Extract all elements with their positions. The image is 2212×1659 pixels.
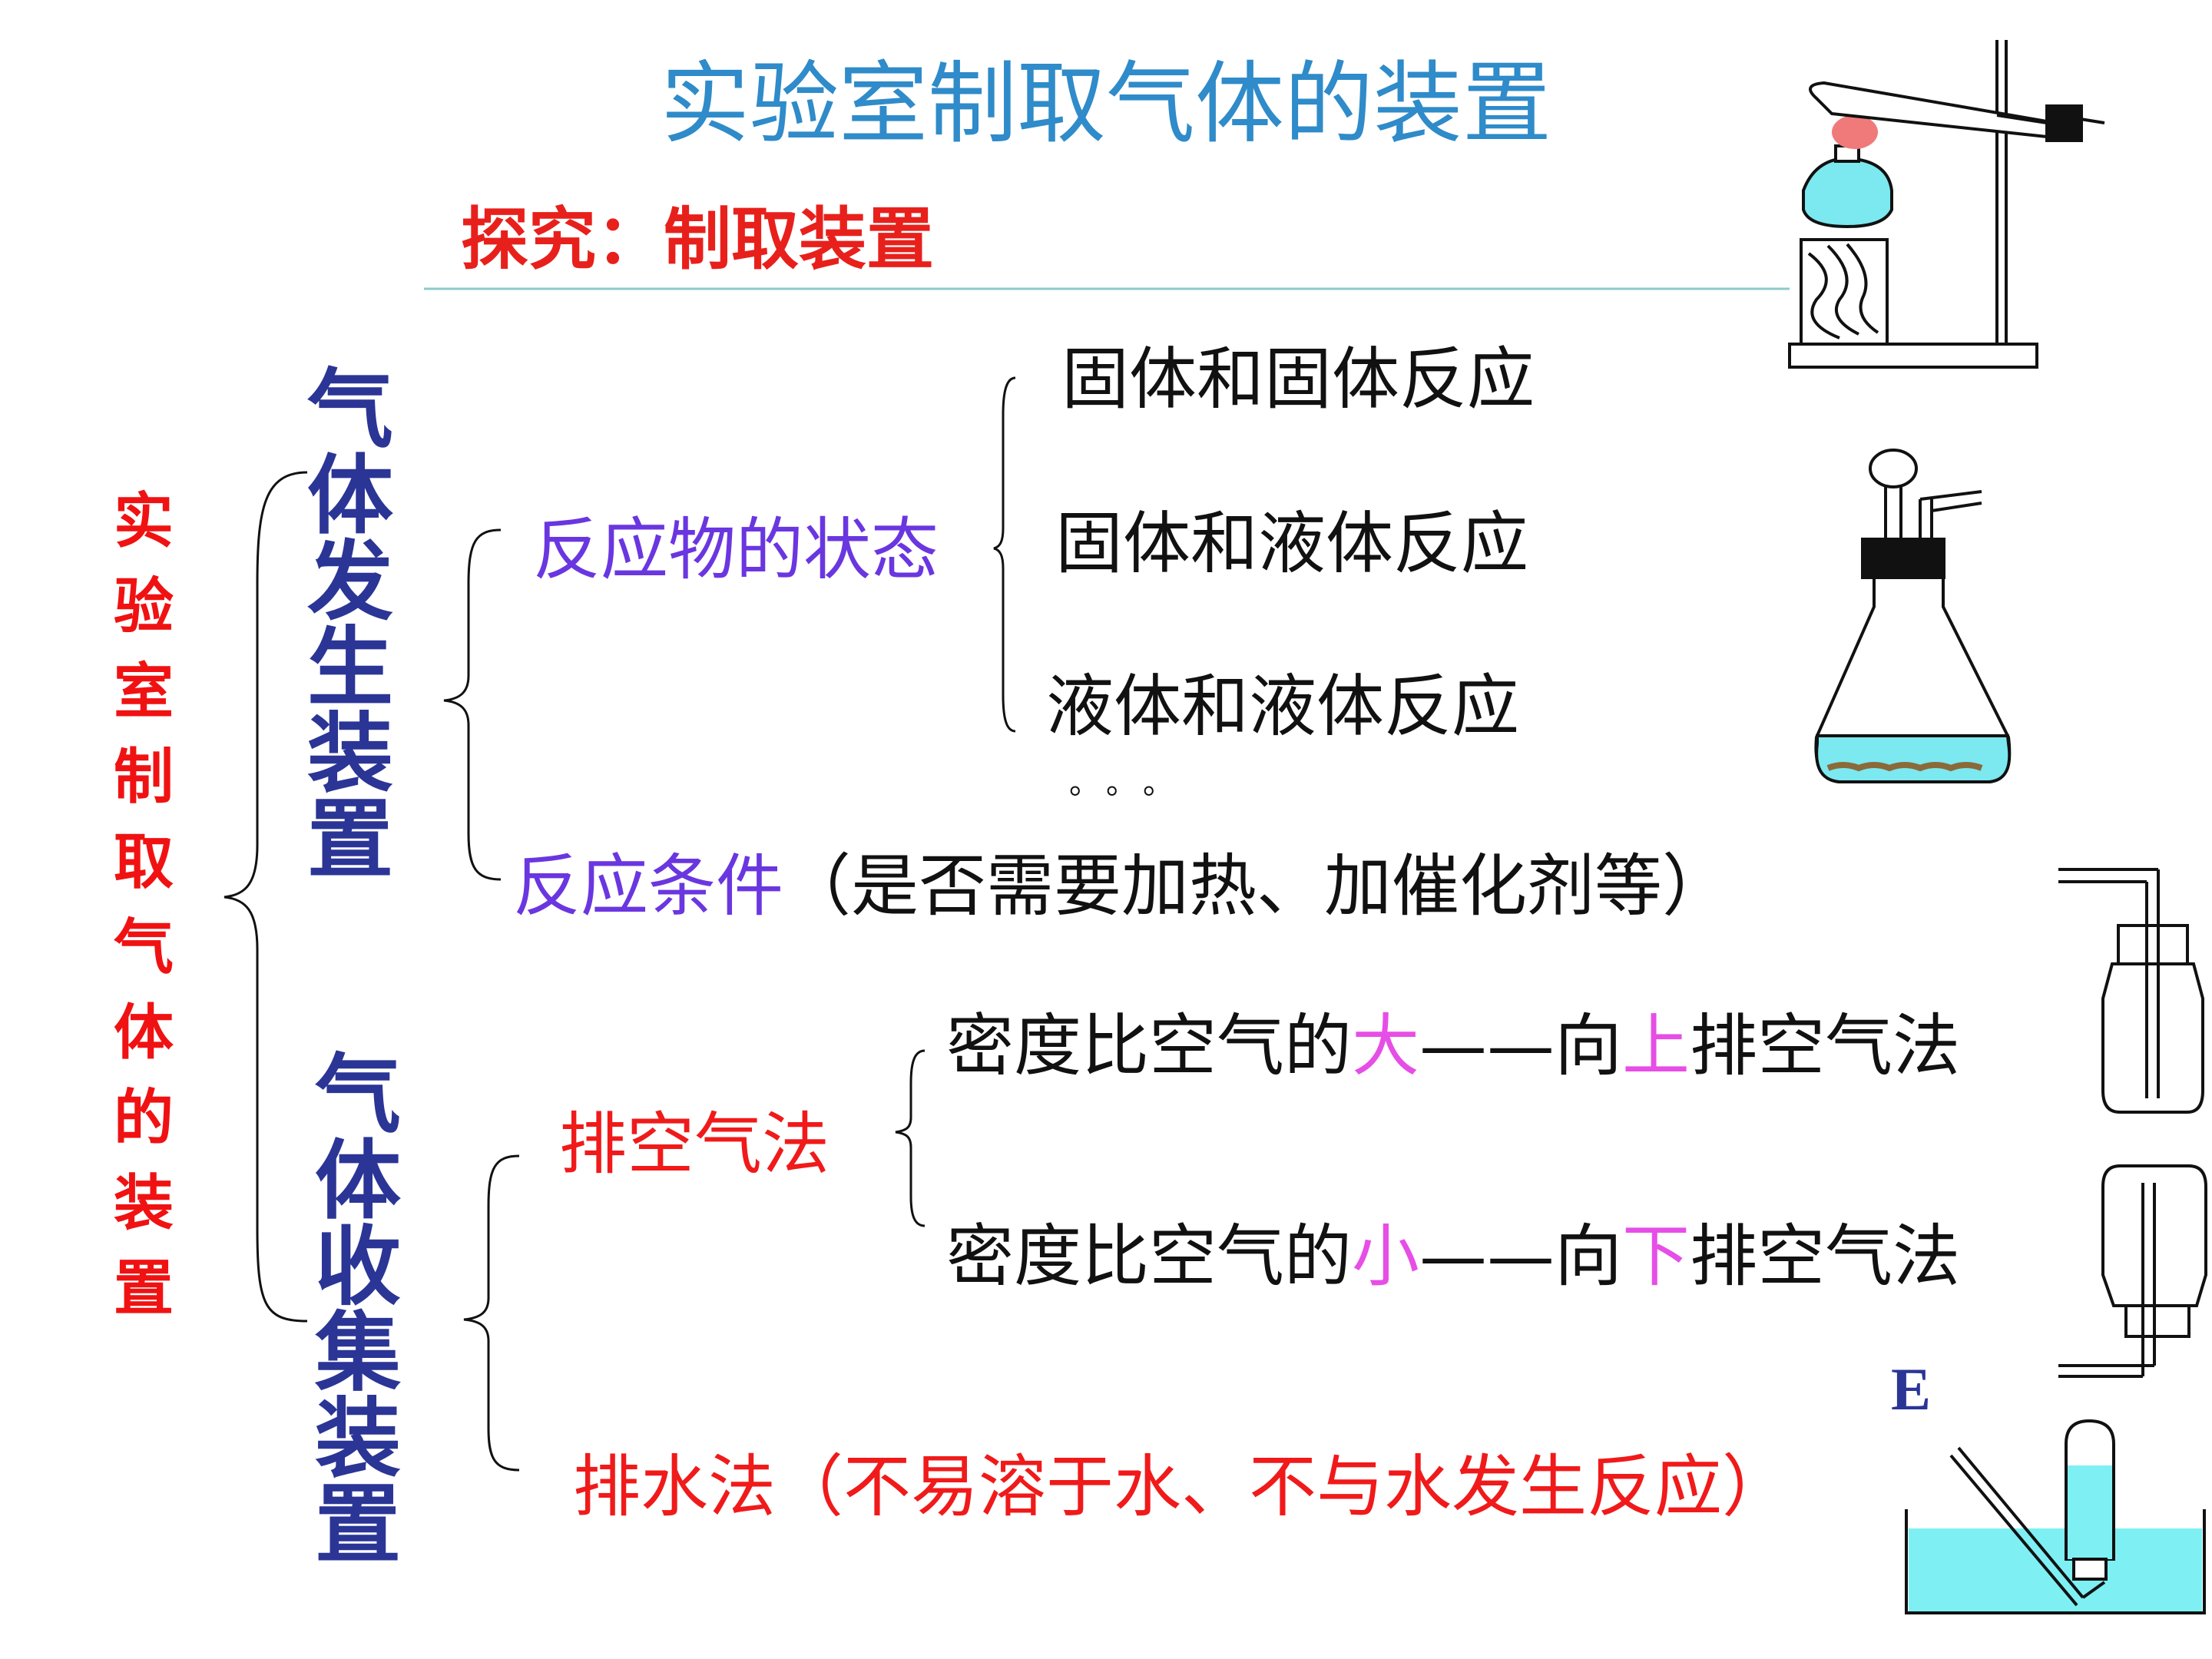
page-title: 实验室制取气体的装置 — [661, 52, 1551, 156]
reaction-conditions: 反应条件（是否需要加热、加催化剂等） — [513, 853, 1730, 920]
reactant-state-label: 反应物的状态 — [533, 510, 939, 589]
collection-vertical-label: 气体收 集装置 — [315, 1045, 401, 1575]
upward-air-collection-bottle-icon — [2058, 868, 2204, 1114]
upward-air-line: 密度比空气的大——向上排空气法 — [946, 1006, 1961, 1085]
water-method-label: 排水法（不易溶于水、不与水发生反应） — [573, 1447, 1790, 1526]
generation-brace — [443, 528, 502, 881]
downward-air-line: 密度比空气的小——向下排空气法 — [946, 1217, 1961, 1296]
conditions-head: 反应条件 — [513, 846, 784, 926]
water-trough-collection-icon — [1905, 1419, 2206, 1614]
air-method-label: 排空气法 — [559, 1104, 830, 1184]
downward-air-collection-bottle-icon — [2058, 1164, 2207, 1378]
generation-vertical-label: 气体发 生装置 — [307, 360, 393, 890]
left-vertical-label: 实验室 制取气 体的装 置 — [114, 487, 174, 1323]
state-liquid-liquid: 液体和液体反应 — [1046, 667, 1520, 746]
conditions-detail: （是否需要加热、加催化剂等） — [783, 846, 1730, 926]
air-brace — [895, 1049, 926, 1227]
alcohol-lamp-heating-apparatus-icon — [1788, 40, 2105, 369]
ellipsis: 。。。 — [1069, 766, 1195, 801]
conical-flask-apparatus-icon — [1814, 449, 2012, 783]
reactant-brace — [993, 376, 1016, 733]
state-solid-solid: 固体和固体反应 — [1061, 339, 1535, 419]
page-subtitle: 探究：制取装置 — [461, 200, 935, 279]
collection-brace — [463, 1154, 520, 1472]
main-brace — [224, 471, 308, 1323]
apparatus-label-e: E — [1891, 1356, 1932, 1422]
state-solid-liquid: 固体和液体反应 — [1055, 504, 1529, 583]
